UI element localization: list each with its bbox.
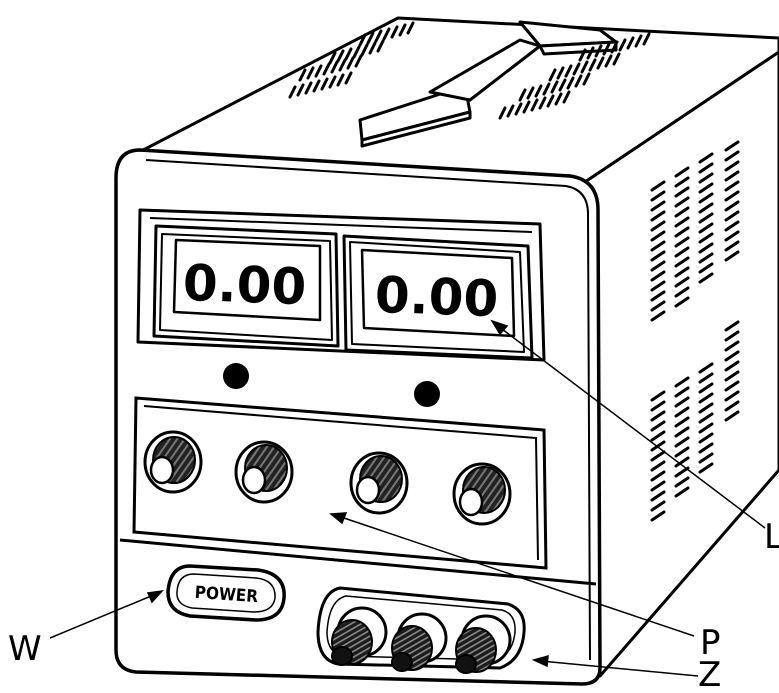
arrow-w-head [146, 589, 164, 604]
carry-handle [358, 20, 618, 148]
callout-arrows [49, 319, 766, 677]
callout-label-p: P [700, 623, 721, 663]
arrow-w [49, 593, 157, 639]
right-display [342, 234, 534, 360]
knob-panel [132, 396, 548, 570]
indicator-right [414, 381, 440, 407]
terminal-2[interactable] [391, 612, 448, 672]
callout-label-w: W [8, 629, 42, 669]
left-display [152, 224, 340, 348]
arrow-p-head [329, 512, 348, 525]
callout-label-l: L [764, 517, 779, 557]
arrow-p [337, 515, 695, 637]
front-bezel [145, 159, 591, 661]
side-vents [650, 140, 740, 522]
display-panel [136, 208, 546, 362]
control-knob-4[interactable] [452, 462, 512, 526]
callout-label-z: Z [698, 655, 721, 688]
control-knob-1[interactable] [143, 430, 203, 494]
control-knob-3[interactable] [349, 451, 409, 515]
power-button-label: POWER [194, 583, 259, 607]
arrow-l [497, 325, 766, 529]
arrow-z-head [531, 654, 549, 668]
indicator-left [223, 363, 249, 389]
top-vents [288, 21, 651, 120]
control-knob-2[interactable] [234, 440, 294, 504]
power-button[interactable] [166, 564, 286, 622]
arrow-l-head [490, 319, 509, 336]
arrow-z [540, 660, 699, 677]
terminal-3[interactable] [455, 614, 512, 674]
display-right-readout: 0.00 [374, 266, 499, 328]
terminal-1[interactable] [331, 606, 388, 666]
display-left-readout: 0.00 [182, 254, 307, 316]
